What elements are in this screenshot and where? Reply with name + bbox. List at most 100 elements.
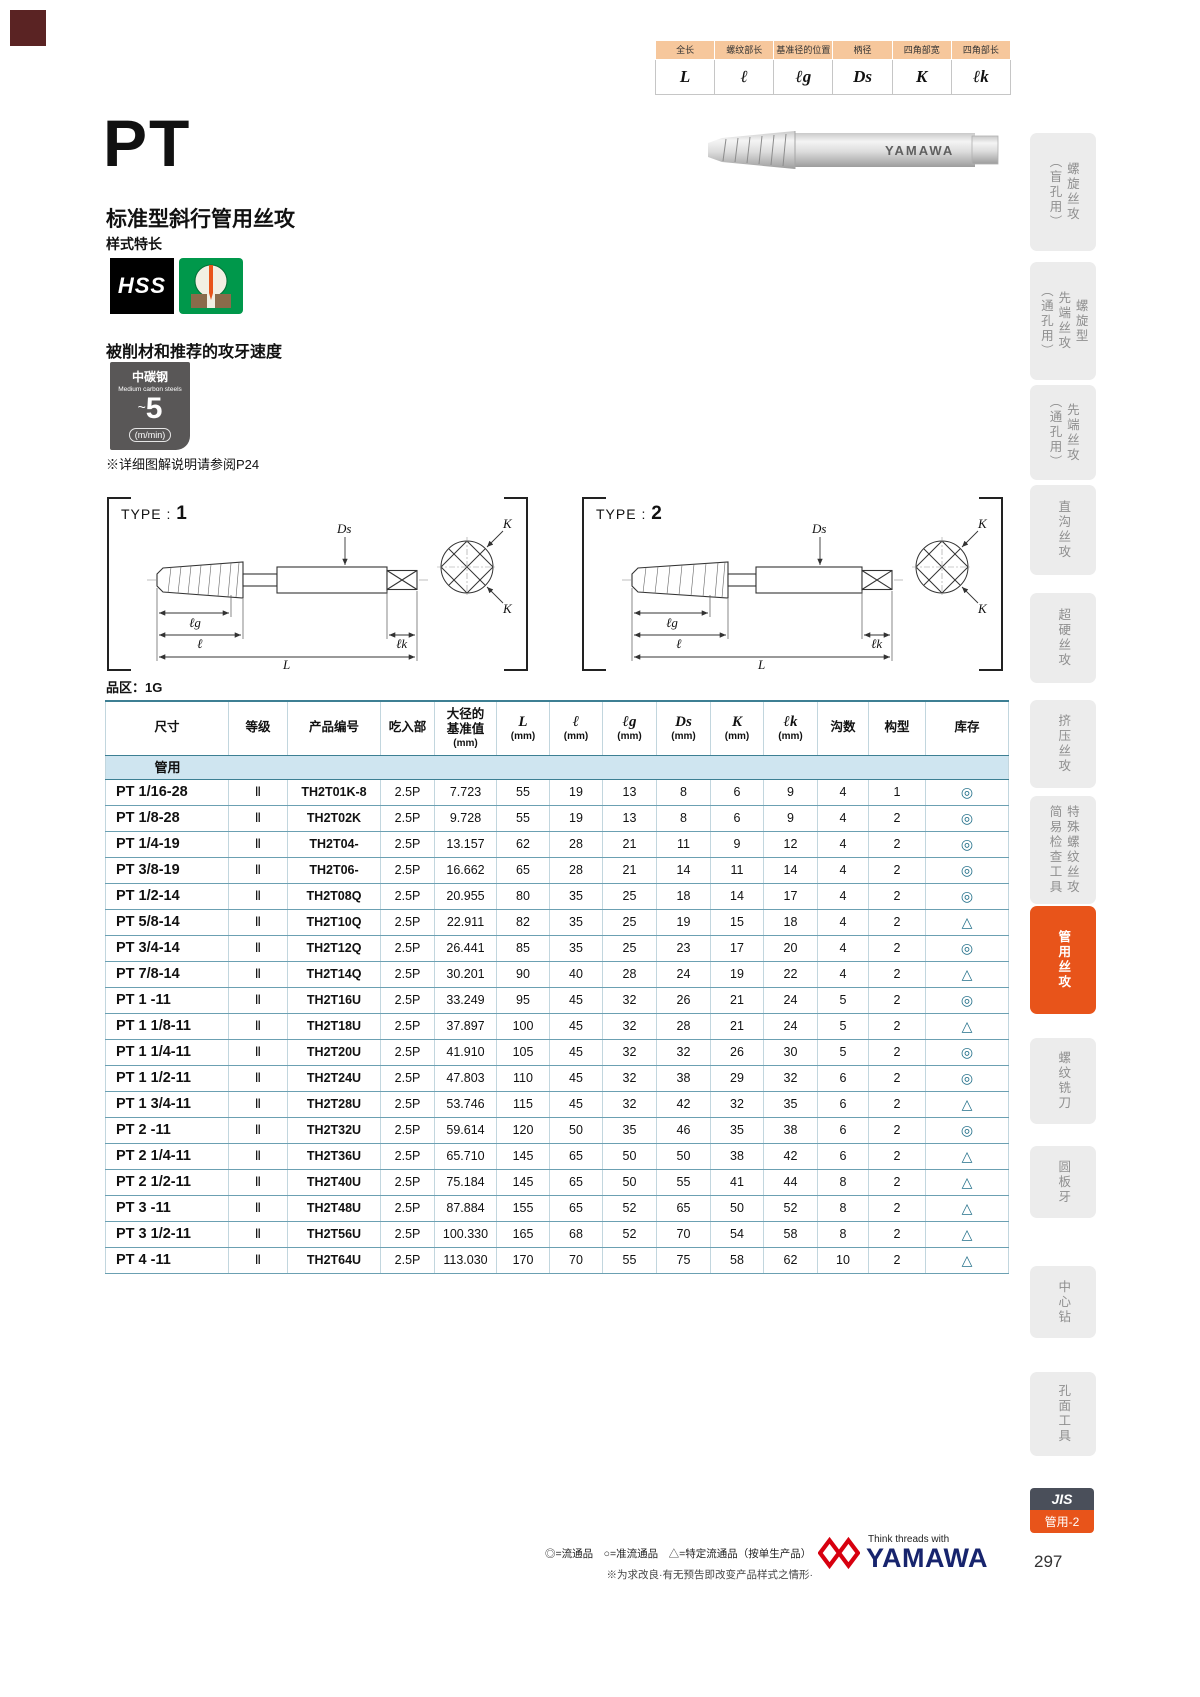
cell-square-width: 15 (710, 909, 764, 936)
cell-stock-status: ◎ (925, 987, 1009, 1014)
sidebar-tab-line: （通孔用） (1047, 395, 1062, 470)
cell-square-length: 24 (763, 1013, 818, 1040)
dim-label-ds: Ds (811, 521, 826, 536)
cell-stock-status: ◎ (925, 1117, 1009, 1144)
approx-sign: ~ (137, 399, 146, 415)
header-line: (mm) (724, 730, 750, 742)
cell-type-no: 2 (868, 1013, 926, 1040)
cell-thread-length: 65 (549, 1195, 603, 1222)
cell-type-no: 2 (868, 1169, 926, 1196)
cell-square-length: 22 (763, 961, 818, 988)
cell-square-length: 24 (763, 987, 818, 1014)
cell-size: PT 1 1/4-11 (105, 1039, 229, 1066)
cell-chamfer-length: 2.5P (380, 909, 435, 936)
cell-shank-dia: 8 (656, 805, 711, 832)
cell-square-length: 62 (763, 1247, 818, 1274)
cell-product-code: TH2T18U (287, 1013, 381, 1040)
cell-flute-count: 4 (817, 831, 869, 858)
dim-name: 全长 (654, 39, 716, 61)
cell-size: PT 3/8-19 (105, 857, 229, 884)
cell-shank-dia: 28 (656, 1013, 711, 1040)
cell-thread-length: 28 (549, 831, 603, 858)
cell-thread-length: 19 (549, 805, 603, 832)
cell-size: PT 3 1/2-11 (105, 1221, 229, 1248)
cell-overall-length: 115 (496, 1091, 550, 1118)
jis-badge: JIS 管用-2 (1030, 1488, 1094, 1533)
cell-square-width: 6 (710, 779, 764, 806)
column-header: L(mm) (496, 700, 550, 756)
cell-size: PT 1/8-28 (105, 805, 229, 832)
cell-type-no: 2 (868, 1091, 926, 1118)
cell-stock-status: △ (925, 1195, 1009, 1222)
header-line: 库存 (954, 720, 980, 735)
column-header: 等级 (228, 700, 288, 756)
cell-square-width: 35 (710, 1117, 764, 1144)
cell-gauge-position: 55 (602, 1247, 657, 1274)
cell-thread-length: 65 (549, 1143, 603, 1170)
cell-square-length: 12 (763, 831, 818, 858)
sidebar-tab-5: 超硬丝攻 (1030, 593, 1096, 683)
cell-thread-length: 35 (549, 935, 603, 962)
dim-label-ds: Ds (336, 521, 351, 536)
cell-product-code: TH2T02K (287, 805, 381, 832)
cell-grade: Ⅱ (228, 1013, 288, 1040)
cell-thread-length: 45 (549, 1013, 603, 1040)
cell-chamfer-length: 2.5P (380, 935, 435, 962)
cell-major-dia-basic: 9.728 (434, 805, 497, 832)
cell-size: PT 1 1/8-11 (105, 1013, 229, 1040)
brand-block: Think threads with YAMAWA (818, 1532, 988, 1574)
cell-gauge-position: 50 (602, 1143, 657, 1170)
cell-square-width: 11 (710, 857, 764, 884)
cell-flute-count: 4 (817, 857, 869, 884)
sidebar-tab-4: 直沟丝攻 (1030, 485, 1096, 575)
cell-flute-count: 4 (817, 779, 869, 806)
sidebar-tab-line: 先端丝攻 (1056, 291, 1071, 351)
cell-square-length: 9 (763, 779, 818, 806)
cell-gauge-position: 32 (602, 1065, 657, 1092)
cell-flute-count: 6 (817, 1143, 869, 1170)
cell-overall-length: 65 (496, 857, 550, 884)
dim-label-lg: ℓg (189, 615, 201, 630)
cell-major-dia-basic: 113.030 (434, 1247, 497, 1274)
dim-name: 螺纹部长 (714, 39, 775, 61)
cell-type-no: 2 (868, 831, 926, 858)
sidebar-tab-line: 螺旋型 (1073, 298, 1088, 344)
cell-grade: Ⅱ (228, 1117, 288, 1144)
cell-grade: Ⅱ (228, 935, 288, 962)
cell-stock-status: △ (925, 1091, 1009, 1118)
cell-grade: Ⅱ (228, 805, 288, 832)
cell-square-length: 42 (763, 1143, 818, 1170)
dim-symbol: ℓk (950, 59, 1012, 96)
cell-square-width: 26 (710, 1039, 764, 1066)
cell-major-dia-basic: 30.201 (434, 961, 497, 988)
header-line: ℓ (572, 713, 580, 730)
cell-type-no: 2 (868, 1221, 926, 1248)
type1-diagram-box: TYPE : 1 (105, 495, 530, 673)
cell-stock-status: ◎ (925, 935, 1009, 962)
cell-stock-status: ◎ (925, 883, 1009, 910)
sidebar-tab-line: （通孔用） (1038, 283, 1053, 359)
cell-type-no: 2 (868, 1195, 926, 1222)
header-line: Ds (675, 713, 692, 730)
header-line: 大径的 (446, 706, 485, 721)
header-line: 等级 (245, 720, 271, 735)
cell-thread-length: 28 (549, 857, 603, 884)
cell-gauge-position: 25 (602, 909, 657, 936)
cell-gauge-position: 13 (602, 779, 657, 806)
hss-material-badge: HSS (110, 258, 174, 314)
dimension-legend-names: 全长螺纹部长基准径的位置柄径四角部宽四角部长 (654, 39, 1012, 61)
dim-label-l: ℓ (197, 636, 203, 651)
cell-stock-status: ◎ (925, 1039, 1009, 1066)
cell-major-dia-basic: 26.441 (434, 935, 497, 962)
column-header: 尺寸 (105, 700, 229, 756)
cell-square-length: 38 (763, 1117, 818, 1144)
cell-gauge-position: 25 (602, 883, 657, 910)
group-cell: 管用 (105, 755, 1009, 780)
sidebar-tab-7: 特殊螺纹丝攻简易检查工具 (1030, 796, 1096, 904)
type-number: 2 (651, 503, 663, 524)
speed-unit: (m/min) (128, 428, 172, 442)
cell-type-no: 2 (868, 909, 926, 936)
